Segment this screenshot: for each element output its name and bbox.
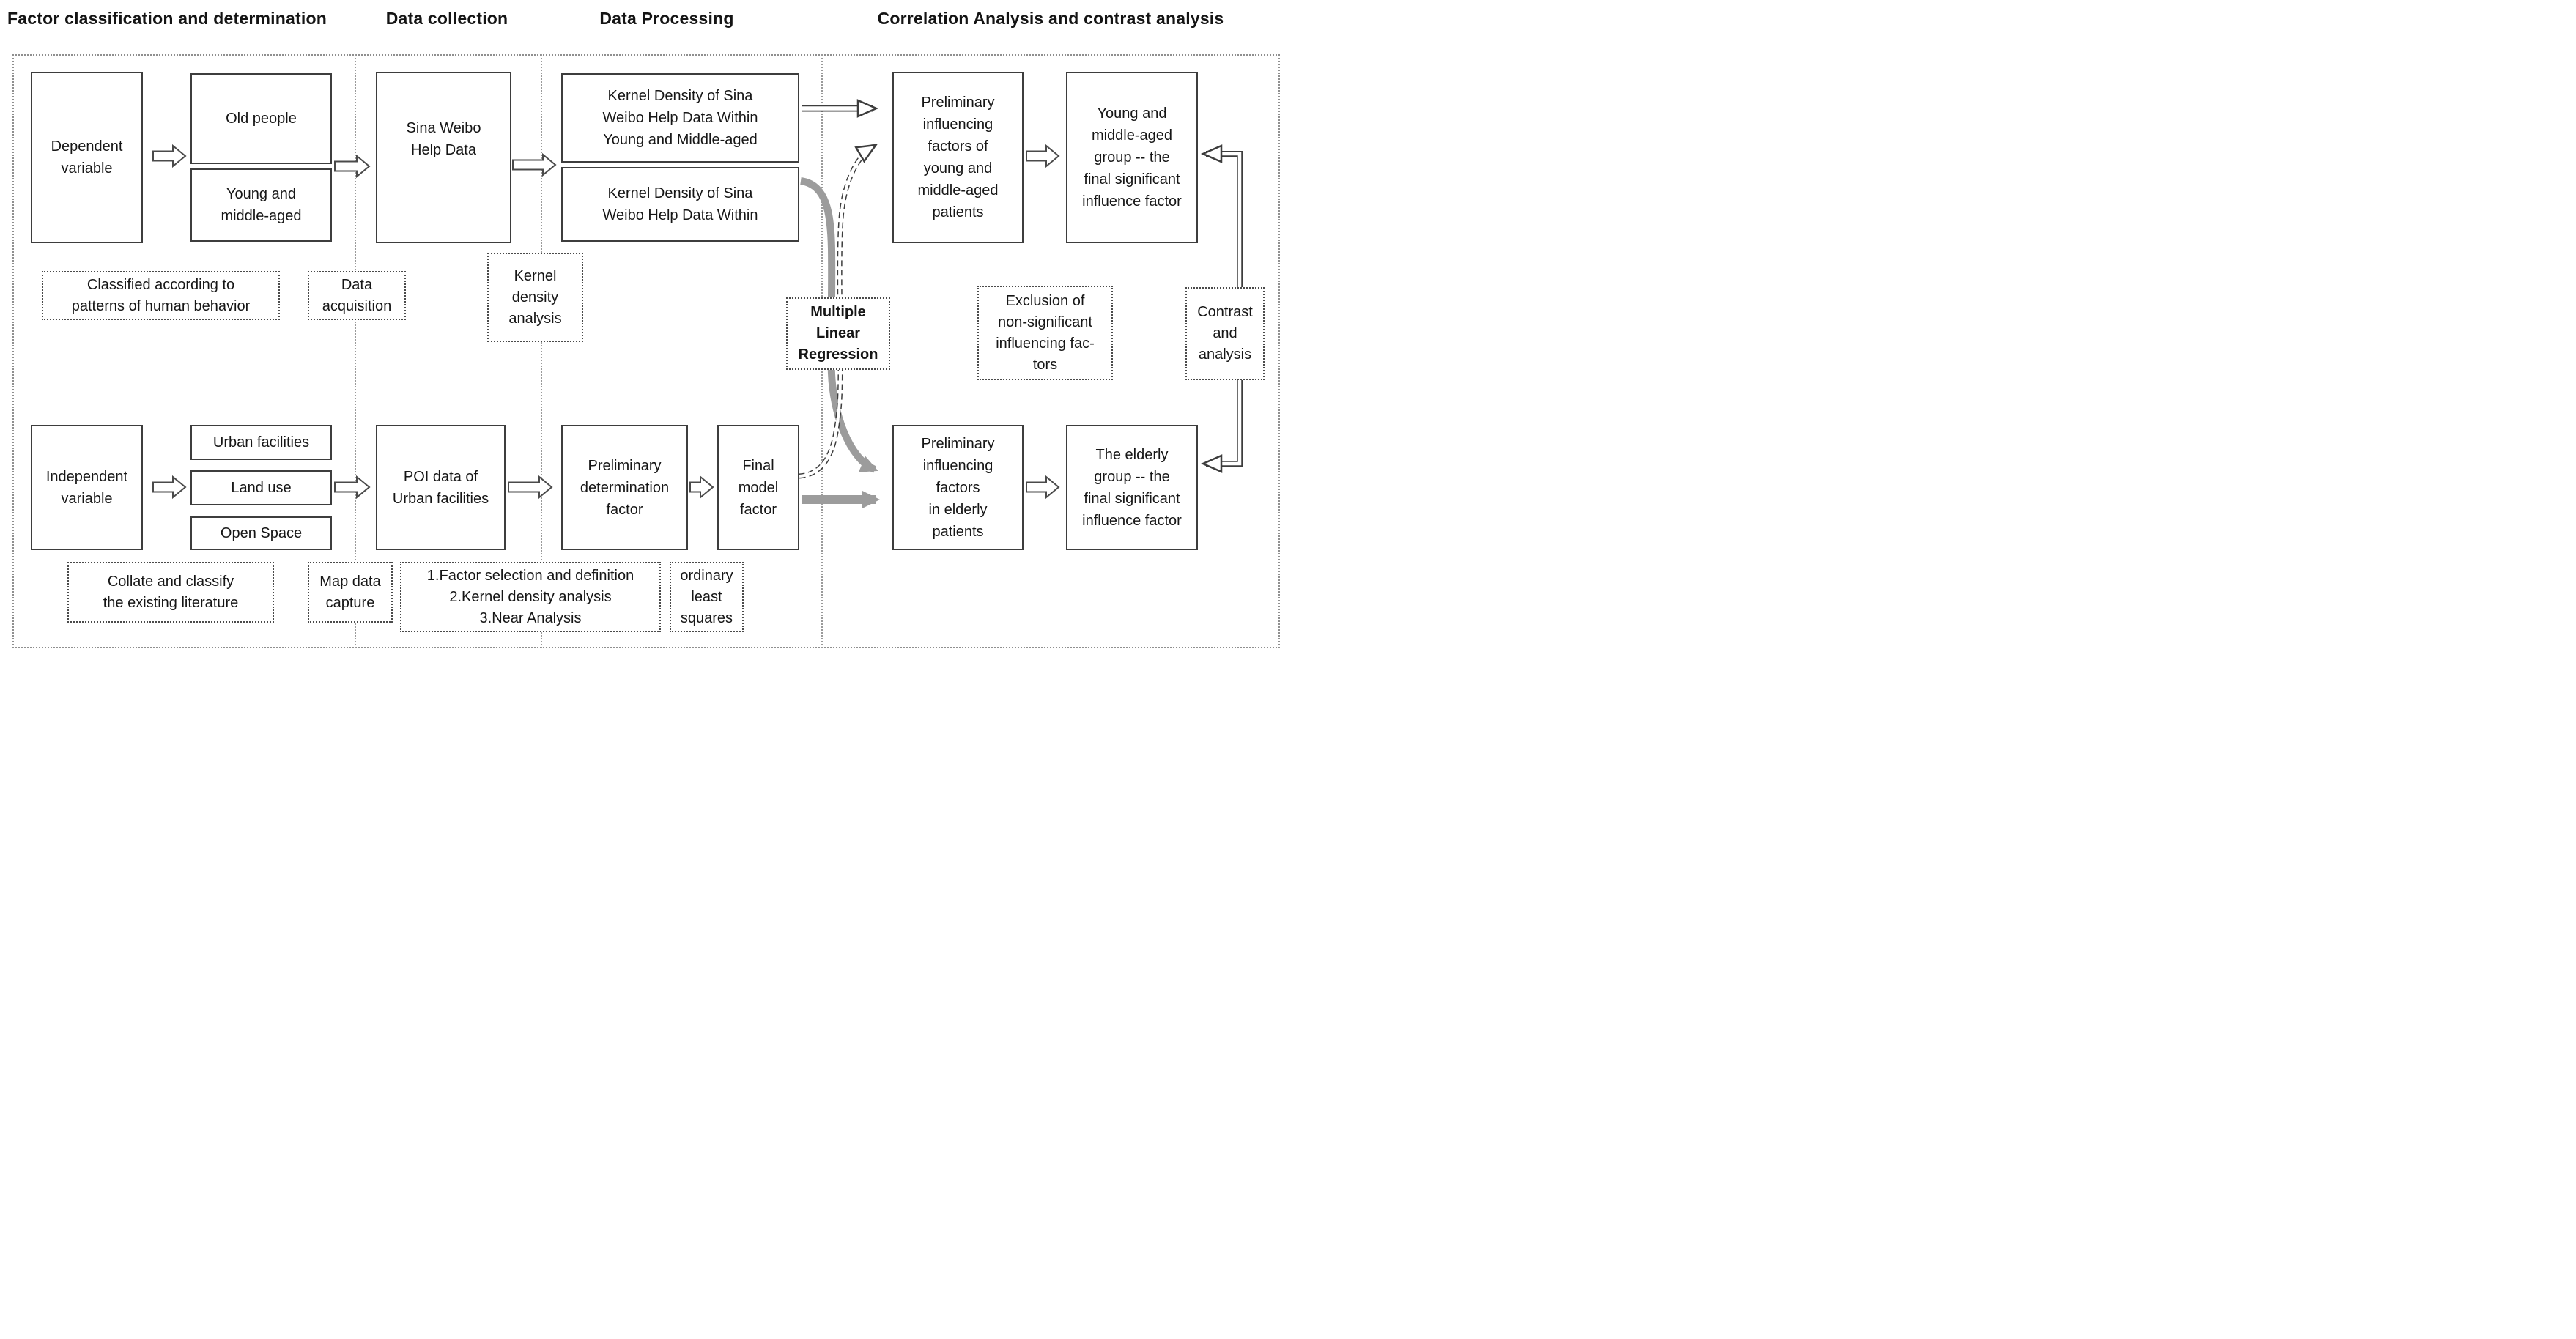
box-prelim-determination-factor: Preliminary determination factor: [561, 425, 688, 550]
section-separator-1: [355, 54, 356, 648]
phase-header-correlation-analysis: Correlation Analysis and contrast analys…: [877, 9, 1224, 28]
arrow-factors-to-poi: [334, 475, 371, 500]
box-prelim-factors-elderly: Preliminary influencing factors in elder…: [892, 425, 1024, 550]
box-independent-variable: Independent variable: [31, 425, 143, 550]
box-elderly-final-factor: The elderly group -- the final significa…: [1066, 425, 1198, 550]
box-open-space: Open Space: [190, 516, 332, 550]
arrow-sina-to-kernel: [512, 152, 557, 177]
note-collate-literature: Collate and classify the existing litera…: [67, 562, 274, 623]
block-arrow-group: [152, 144, 1060, 500]
box-old-people: Old people: [190, 73, 332, 164]
note-factor-steps: 1.Factor selection and definition 2.Kern…: [400, 562, 661, 632]
arrow-independent-to-factors: [152, 475, 187, 500]
box-final-model-factor: Final model factor: [717, 425, 799, 550]
arrow-preliminary-to-final: [689, 475, 714, 500]
note-ordinary-least-squares: ordinary least squares: [670, 562, 744, 632]
phase-header-data-collection: Data collection: [385, 9, 508, 28]
note-contrast-and-analysis: Contrast and analysis: [1185, 287, 1265, 380]
note-exclusion-non-significant: Exclusion of non-significant influencing…: [977, 286, 1113, 380]
methodology-flow-diagram: Factor classification and determination …: [0, 0, 1288, 670]
phase-header-data-processing: Data Processing: [599, 9, 734, 28]
box-sina-weibo-help-data: Sina Weibo Help Data: [376, 72, 511, 243]
box-kernel-density-young: Kernel Density of Sina Weibo Help Data W…: [561, 73, 799, 163]
note-classified-patterns: Classified according to patterns of huma…: [42, 271, 280, 320]
note-multiple-linear-regression: Multiple Linear Regression: [786, 297, 890, 370]
section-separator-2: [541, 54, 542, 648]
box-prelim-factors-young: Preliminary influencing factors of young…: [892, 72, 1024, 243]
note-map-data-capture: Map data capture: [308, 562, 393, 623]
box-young-middle-aged: Young and middle-aged: [190, 168, 332, 242]
box-land-use: Land use: [190, 470, 332, 505]
box-young-final-factor: Young and middle-aged group -- the final…: [1066, 72, 1198, 243]
note-data-acquisition: Data acquisition: [308, 271, 406, 320]
phase-header-factor-classification: Factor classification and determination: [7, 9, 327, 28]
box-poi-data: POI data of Urban facilities: [376, 425, 506, 550]
arrow-prelim-elderly-to-final: [1026, 475, 1060, 500]
arrow-prelim-young-to-final: [1026, 144, 1060, 168]
box-dependent-variable: Dependent variable: [31, 72, 143, 243]
arrow-dependent-to-groups: [152, 144, 187, 168]
box-urban-facilities: Urban facilities: [190, 425, 332, 460]
arrow-poi-to-preliminary: [508, 475, 553, 500]
box-kernel-density-within: Kernel Density of Sina Weibo Help Data W…: [561, 167, 799, 242]
arrow-groups-to-sina: [334, 154, 371, 179]
note-kernel-density-analysis: Kernel density analysis: [487, 253, 583, 342]
